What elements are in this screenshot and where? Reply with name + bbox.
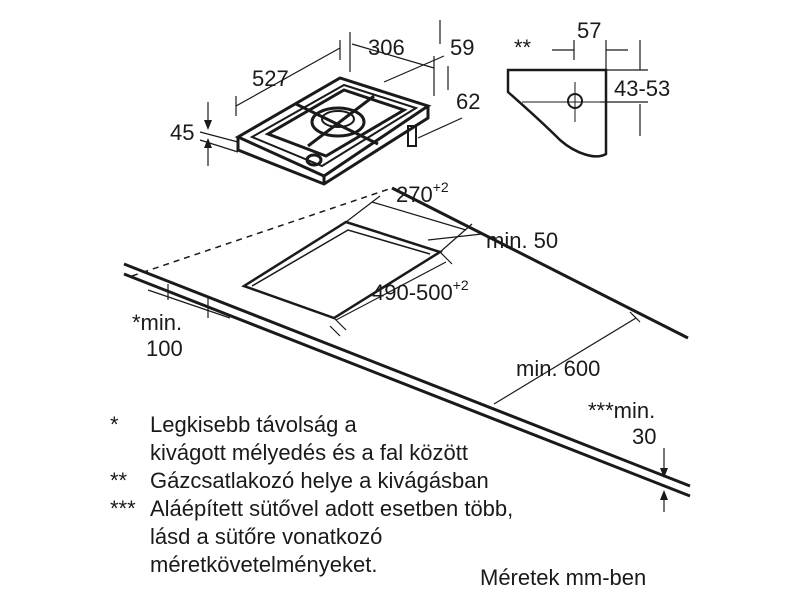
dim-value-490-500: 490-500	[372, 280, 453, 305]
pan-support	[264, 88, 408, 158]
dim-label-270: 270+2	[396, 179, 449, 207]
ext-line	[333, 317, 347, 331]
countertop-hidden-edge	[131, 187, 393, 277]
legend-text: Aláépített sütővel adott esetben több,	[150, 496, 513, 521]
legend-mark: **	[110, 468, 128, 493]
countertop-back-edge	[391, 186, 689, 340]
countertop-front-edge	[123, 262, 691, 488]
dim-label-45: 45	[170, 120, 194, 145]
arrow-head	[660, 490, 668, 500]
hob-inner-edge	[249, 83, 419, 168]
control-knob	[305, 153, 323, 167]
dim-line-306	[351, 43, 435, 69]
burner-ring	[310, 106, 366, 138]
cutout-inner-edge	[251, 229, 431, 287]
dim-label-57: 57	[577, 18, 601, 43]
dim-line-527	[235, 47, 341, 107]
dim-tolerance-270: +2	[433, 179, 449, 195]
legend-text: lásd a sütőre vonatkozó	[150, 524, 382, 549]
legend-text: kivágott mélyedés és a fal között	[150, 440, 468, 465]
dim-label-min600: min. 600	[516, 356, 600, 381]
dim-tolerance-490-500: +2	[453, 277, 469, 293]
countertop-front-edge-lower	[123, 272, 691, 498]
ext-line	[439, 251, 453, 265]
dim-line-min100	[147, 289, 231, 319]
dim-label-527: 527	[252, 66, 289, 91]
legend: * Legkisebb távolság a kivágott mélyedés…	[110, 412, 513, 577]
dim-label-min50: min. 50	[486, 228, 558, 253]
arrow-head	[204, 138, 212, 148]
dim-label-43-53: 43-53	[614, 76, 670, 101]
dim-value-270: 270	[396, 182, 433, 207]
ext-line	[329, 325, 341, 337]
legend-text: Legkisebb távolság a	[150, 412, 357, 437]
arrow-head	[204, 120, 212, 130]
dim-label-min30-prefix: ***min.	[588, 398, 655, 423]
dim-label-490-500: 490-500+2	[372, 277, 469, 305]
dim-label-62: 62	[456, 89, 480, 114]
legend-text: méretkövetelményeket.	[150, 552, 377, 577]
burner-cap	[321, 110, 355, 128]
dim-label-min100-prefix: *min.	[132, 310, 182, 335]
gas-connector-icon	[407, 125, 417, 147]
dim-line-min50	[427, 233, 483, 241]
gas-connection-detail: ** 57 43-53	[506, 18, 670, 158]
detail-section	[506, 68, 608, 158]
units-note: Méretek mm-ben	[480, 565, 646, 590]
ext-line	[199, 139, 239, 153]
dim-label-min100-value: 100	[146, 336, 183, 361]
dim-line-min600	[493, 317, 637, 405]
dim-line-490	[335, 261, 447, 321]
arrow-head	[660, 468, 668, 478]
ext-line	[383, 55, 445, 83]
legend-mark: *	[110, 412, 119, 437]
ext-line	[417, 117, 463, 139]
dim-line-270	[371, 201, 467, 231]
detail-marker: **	[514, 35, 532, 60]
countertop-drawing: 270+2 min. 50 490-500+2 *min. 100 min. 6…	[123, 179, 691, 512]
dim-label-306: 306	[368, 35, 405, 60]
ext-line	[199, 131, 239, 143]
ext-line	[345, 195, 381, 223]
dim-label-min30-value: 30	[632, 424, 656, 449]
dim-label-59: 59	[450, 35, 474, 60]
hob-dimensions: 527 306 59 62 45	[170, 20, 480, 166]
pan-support-bar	[307, 94, 375, 148]
ext-line	[439, 223, 473, 253]
hob-drawing	[234, 76, 432, 186]
legend-text: Gázcsatlakozó helye a kivágásban	[150, 468, 489, 493]
ext-line	[629, 311, 641, 323]
legend-mark: ***	[110, 496, 136, 521]
